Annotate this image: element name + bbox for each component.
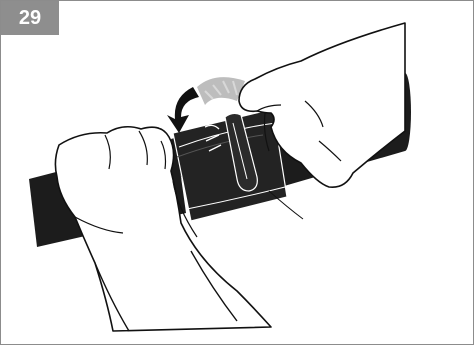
strap-end-gray <box>197 77 245 105</box>
direction-arrow <box>167 87 199 133</box>
step-number-badge: 29 <box>1 1 59 35</box>
